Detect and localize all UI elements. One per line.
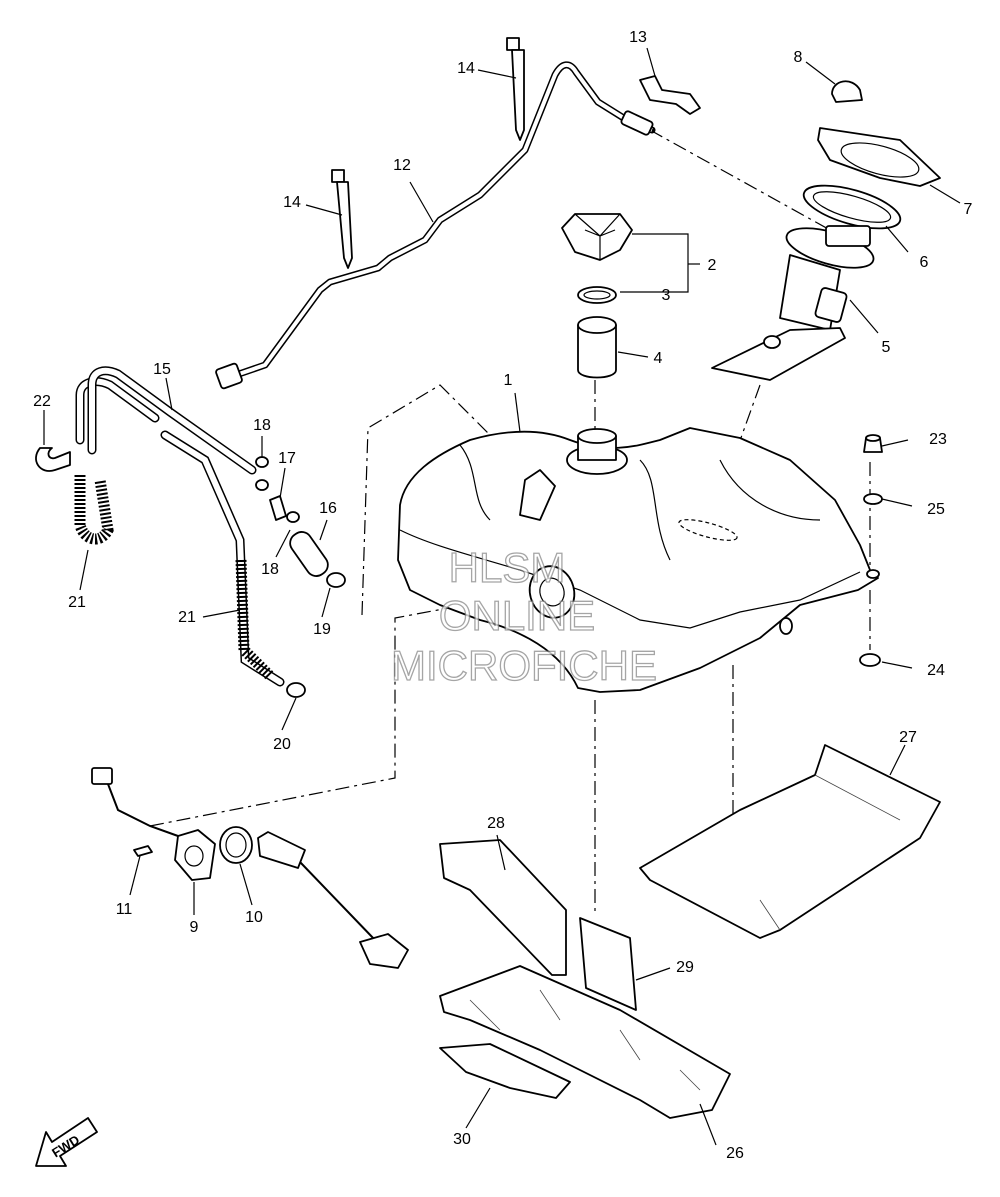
- callout-12: 12: [393, 157, 411, 174]
- callout-23: 23: [929, 431, 947, 448]
- callout-24: 24: [927, 662, 945, 679]
- part-27-plate: [639, 744, 941, 939]
- watermark: HLSM ONLINE MICROFICHE: [390, 543, 657, 689]
- callout-21-left: 21: [68, 594, 86, 611]
- parts-23-24-25-bolt-washers: [859, 434, 883, 667]
- part-29-shield: [579, 917, 637, 1011]
- part-8-cap: [831, 80, 863, 103]
- callout-6: 6: [920, 254, 929, 271]
- watermark-line-2: ONLINE: [439, 592, 595, 639]
- callout-5: 5: [882, 339, 891, 356]
- part-5-fuel-pump: [711, 225, 875, 381]
- part-7-plate: [817, 127, 941, 187]
- callout-2: 2: [708, 257, 717, 274]
- callout-22: 22: [33, 393, 51, 410]
- callout-18-bottom: 18: [261, 561, 279, 578]
- part-12-hose: [215, 61, 656, 390]
- callout-18-top: 18: [253, 417, 271, 434]
- part-4-filler-neck: [577, 316, 617, 379]
- part-21-protectors: [74, 475, 274, 680]
- callout-3: 3: [662, 287, 671, 304]
- callout-labels: 1 2 3 4 5 6 7 8 9 10 11 12 13 14 14 15 1…: [33, 29, 972, 1162]
- callout-9: 9: [190, 919, 199, 936]
- callout-8: 8: [794, 49, 803, 66]
- callout-7: 7: [964, 201, 973, 218]
- part-30-shield: [439, 1043, 571, 1099]
- callout-30: 30: [453, 1131, 471, 1148]
- watermark-line-1: HLSM: [449, 544, 566, 591]
- callout-19: 19: [313, 621, 331, 638]
- callout-21-right: 21: [178, 609, 196, 626]
- callout-1: 1: [504, 372, 513, 389]
- part-1-fuel-tank: [397, 427, 880, 693]
- callout-4: 4: [654, 350, 663, 367]
- watermark-line-3: MICROFICHE: [391, 642, 657, 689]
- part-26-shield: [439, 965, 731, 1119]
- part-15-hoses: [75, 366, 285, 687]
- callout-25: 25: [927, 501, 945, 518]
- fwd-arrow: FWD: [35, 1117, 98, 1167]
- parts-9-11-fuel-sender: [91, 767, 409, 969]
- part-2-fuel-cap: [561, 213, 633, 261]
- part-3-o-ring: [577, 286, 617, 304]
- callout-15: 15: [153, 361, 171, 378]
- leader-lines: [43, 47, 961, 1146]
- callout-13: 13: [629, 29, 647, 46]
- callout-14-left: 14: [283, 194, 301, 211]
- callout-14-top: 14: [457, 60, 475, 77]
- callout-11: 11: [116, 901, 133, 918]
- callout-17: 17: [278, 450, 296, 467]
- part-6-gasket: [802, 184, 902, 230]
- part-13-bracket: [639, 75, 701, 115]
- part-28-shield: [439, 839, 567, 976]
- callout-29: 29: [676, 959, 694, 976]
- callout-27: 27: [899, 729, 917, 746]
- callout-26: 26: [726, 1145, 744, 1162]
- callout-28: 28: [487, 815, 505, 832]
- part-14-cable-ties: [331, 37, 525, 269]
- callout-20: 20: [273, 736, 291, 753]
- part-22-clip: [35, 447, 71, 472]
- callout-10: 10: [245, 909, 263, 926]
- callout-16: 16: [319, 500, 337, 517]
